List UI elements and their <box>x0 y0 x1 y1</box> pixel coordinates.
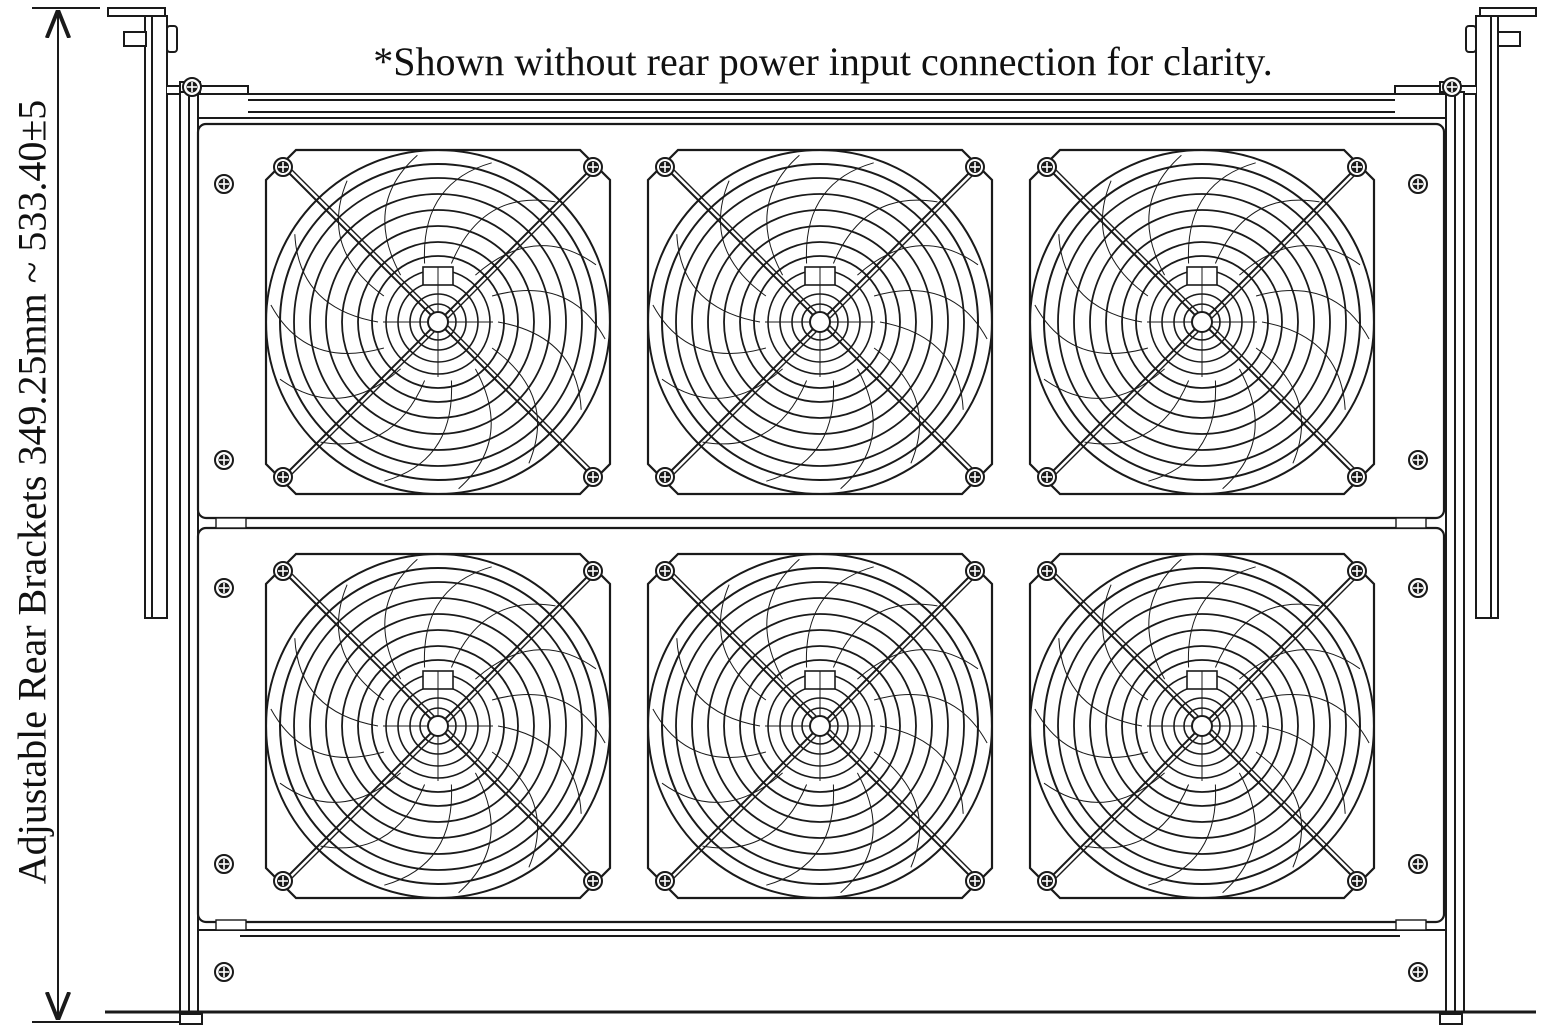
screw <box>1347 871 1367 891</box>
screw <box>273 871 293 891</box>
screw <box>182 77 202 97</box>
fan-panel-top <box>196 122 1446 520</box>
panel-tab <box>1395 919 1427 931</box>
screw <box>1408 962 1428 982</box>
screw <box>1037 871 1057 891</box>
left-rear-bracket <box>107 7 249 619</box>
dimension-label: Adjustable Rear Brackets 349.25mm ~ 533.… <box>9 99 55 885</box>
screw <box>583 467 603 487</box>
screw <box>965 157 985 177</box>
screw <box>1347 561 1367 581</box>
screw <box>1347 157 1367 177</box>
fan-bottom-left <box>264 552 612 900</box>
fan-top-center <box>646 148 994 496</box>
panel-tab <box>215 517 247 529</box>
right-rear-bracket <box>1394 7 1537 619</box>
screw <box>583 561 603 581</box>
chassis-frame <box>105 81 1536 1025</box>
screw <box>214 578 234 598</box>
screw <box>965 561 985 581</box>
screw <box>965 871 985 891</box>
screw <box>1408 854 1428 874</box>
fan-bottom-center <box>646 552 994 900</box>
screw <box>1037 157 1057 177</box>
screw <box>655 871 675 891</box>
screw <box>214 450 234 470</box>
drawing-note: *Shown without rear power input connecti… <box>373 39 1273 84</box>
screw <box>273 561 293 581</box>
fan-panel-bottom <box>196 526 1446 924</box>
screw <box>1347 467 1367 487</box>
panel-tab <box>215 919 247 931</box>
screw <box>214 174 234 194</box>
screw <box>1408 174 1428 194</box>
screw <box>965 467 985 487</box>
screw <box>1442 77 1462 97</box>
screw <box>655 561 675 581</box>
screw <box>273 157 293 177</box>
screw <box>1037 467 1057 487</box>
screw <box>583 157 603 177</box>
dimension-indicator <box>32 7 200 1023</box>
fan-top-right <box>1028 148 1376 496</box>
screw <box>214 962 234 982</box>
screw <box>655 157 675 177</box>
screw <box>214 854 234 874</box>
screw <box>583 871 603 891</box>
fan-top-left <box>264 148 612 496</box>
screw <box>1408 450 1428 470</box>
screw <box>273 467 293 487</box>
fan-bottom-right <box>1028 552 1376 900</box>
screw <box>655 467 675 487</box>
screw <box>1037 561 1057 581</box>
panel-tab <box>1395 517 1427 529</box>
screw <box>1408 578 1428 598</box>
